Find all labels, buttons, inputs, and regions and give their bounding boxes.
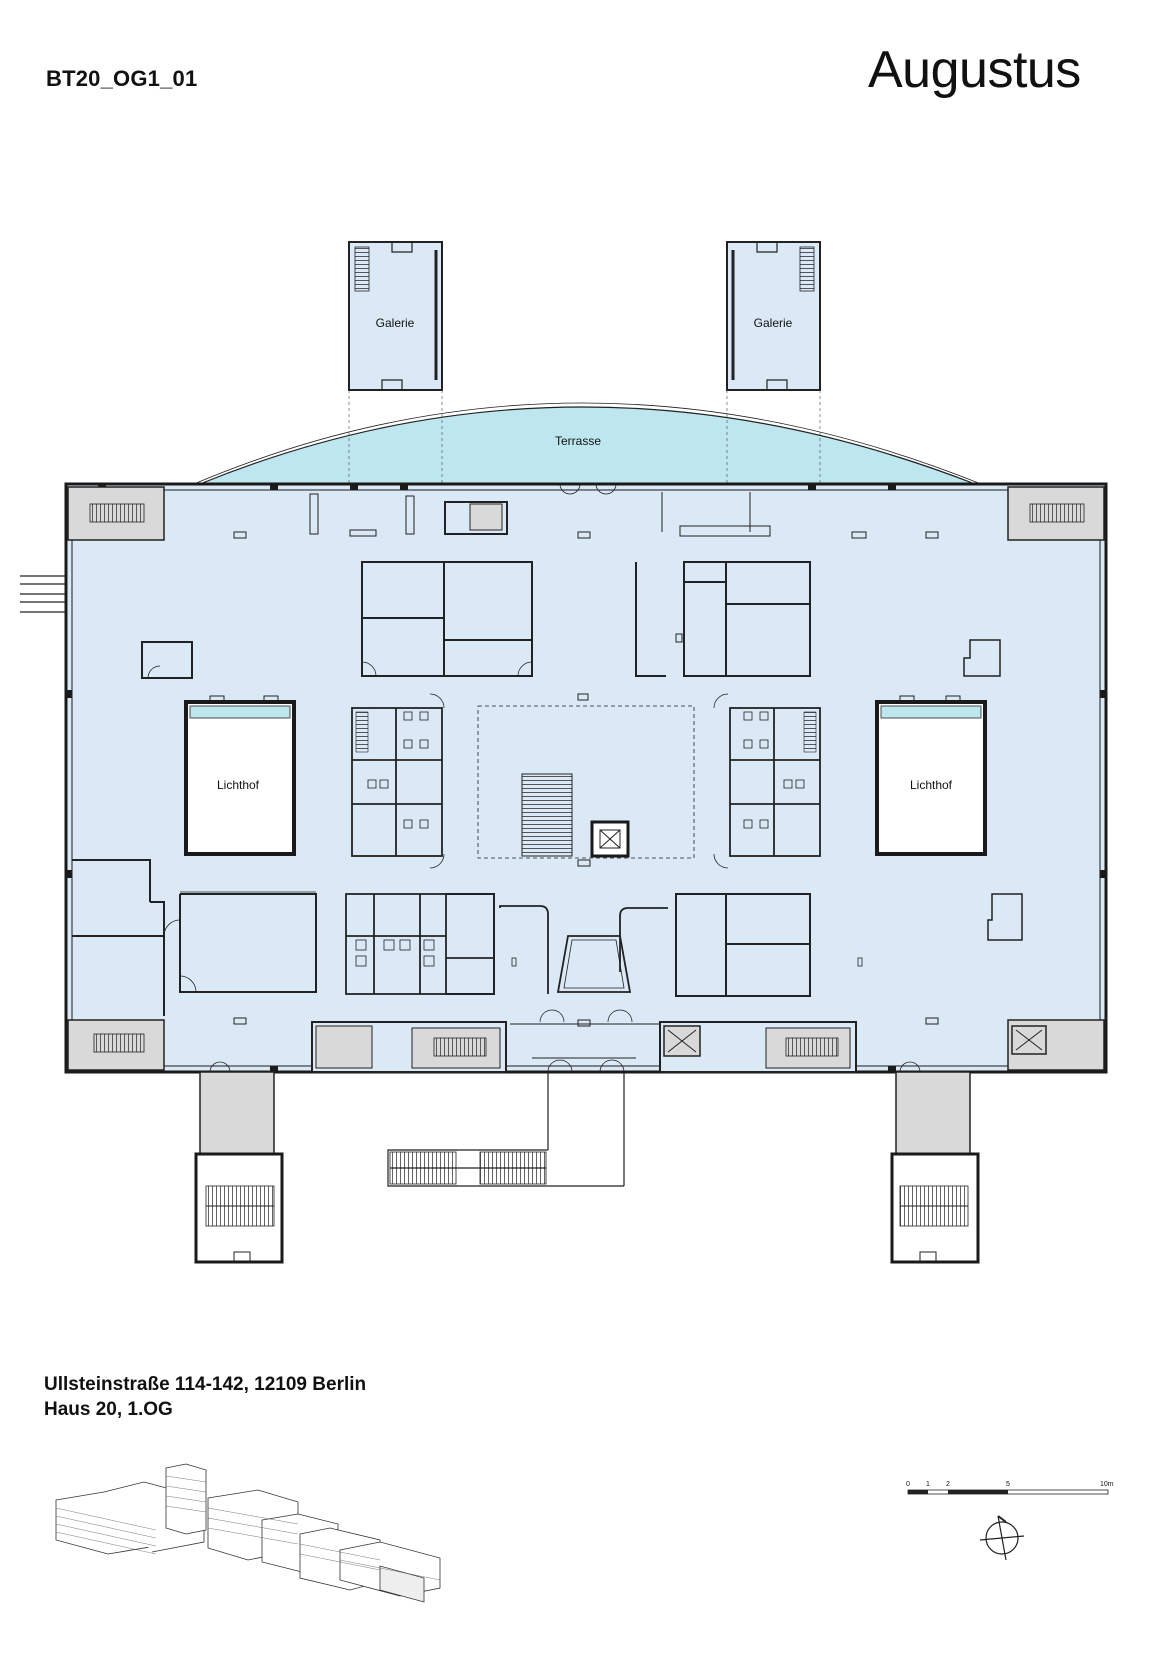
- label-terrasse: Terrasse: [555, 434, 601, 448]
- rooms-upper-left: [309, 493, 533, 677]
- stairwell-south-east: [890, 1071, 980, 1264]
- lower-center-features: [499, 905, 863, 994]
- rooms-upper-right: [635, 492, 1001, 677]
- north-arrow-icon: [979, 1515, 1025, 1561]
- sanitary-core-left: [351, 693, 445, 869]
- rooms-lower-left: [72, 859, 317, 1016]
- label-galerie-right: Galerie: [754, 316, 793, 330]
- label-lichthof-left: Lichthof: [217, 778, 260, 792]
- label-galerie-left: Galerie: [376, 316, 415, 330]
- scale-tick-5: 5: [1006, 1481, 1010, 1488]
- central-elevator: [590, 820, 630, 858]
- address-line-2: Haus 20, 1.OG: [44, 1399, 173, 1420]
- bottom-service-strip: [311, 1021, 857, 1073]
- address-line-1: Ullsteinstraße 114-142, 12109 Berlin: [44, 1374, 367, 1395]
- scale-tick-0: 0: [906, 1481, 910, 1488]
- central-atrium: [477, 705, 695, 859]
- lichthof-right: [875, 695, 987, 856]
- scale-tick-1: 1: [926, 1481, 930, 1488]
- gallery-left: [348, 241, 443, 391]
- terrace-area: [199, 406, 976, 485]
- central-stair: [521, 773, 573, 857]
- corner-core-nw: [67, 486, 165, 541]
- stairs-south-center: [387, 1072, 625, 1187]
- stairwell-south-west: [194, 1071, 284, 1264]
- sanitary-core-right: [713, 693, 821, 869]
- corner-core-se: [1007, 1019, 1105, 1071]
- address-block: Ullsteinstraße 114-142, 12109 Berlin Hau…: [44, 1372, 366, 1422]
- corner-core-sw: [67, 1019, 165, 1071]
- lichthof-left: [184, 695, 296, 856]
- scale-tick-10m: 10m: [1100, 1481, 1114, 1488]
- scale-tick-2: 2: [946, 1481, 950, 1488]
- brand-logo: Augustus: [868, 41, 1081, 99]
- site-axonometric: [55, 1463, 441, 1603]
- gallery-right: [726, 241, 821, 391]
- scale-bar: [907, 1489, 1109, 1495]
- rooms-lower-right: [675, 893, 1023, 997]
- corner-core-ne: [1007, 486, 1105, 541]
- label-lichthof-right: Lichthof: [910, 778, 953, 792]
- plan-code: BT20_OG1_01: [46, 66, 198, 91]
- sanitary-core-lower: [345, 893, 495, 995]
